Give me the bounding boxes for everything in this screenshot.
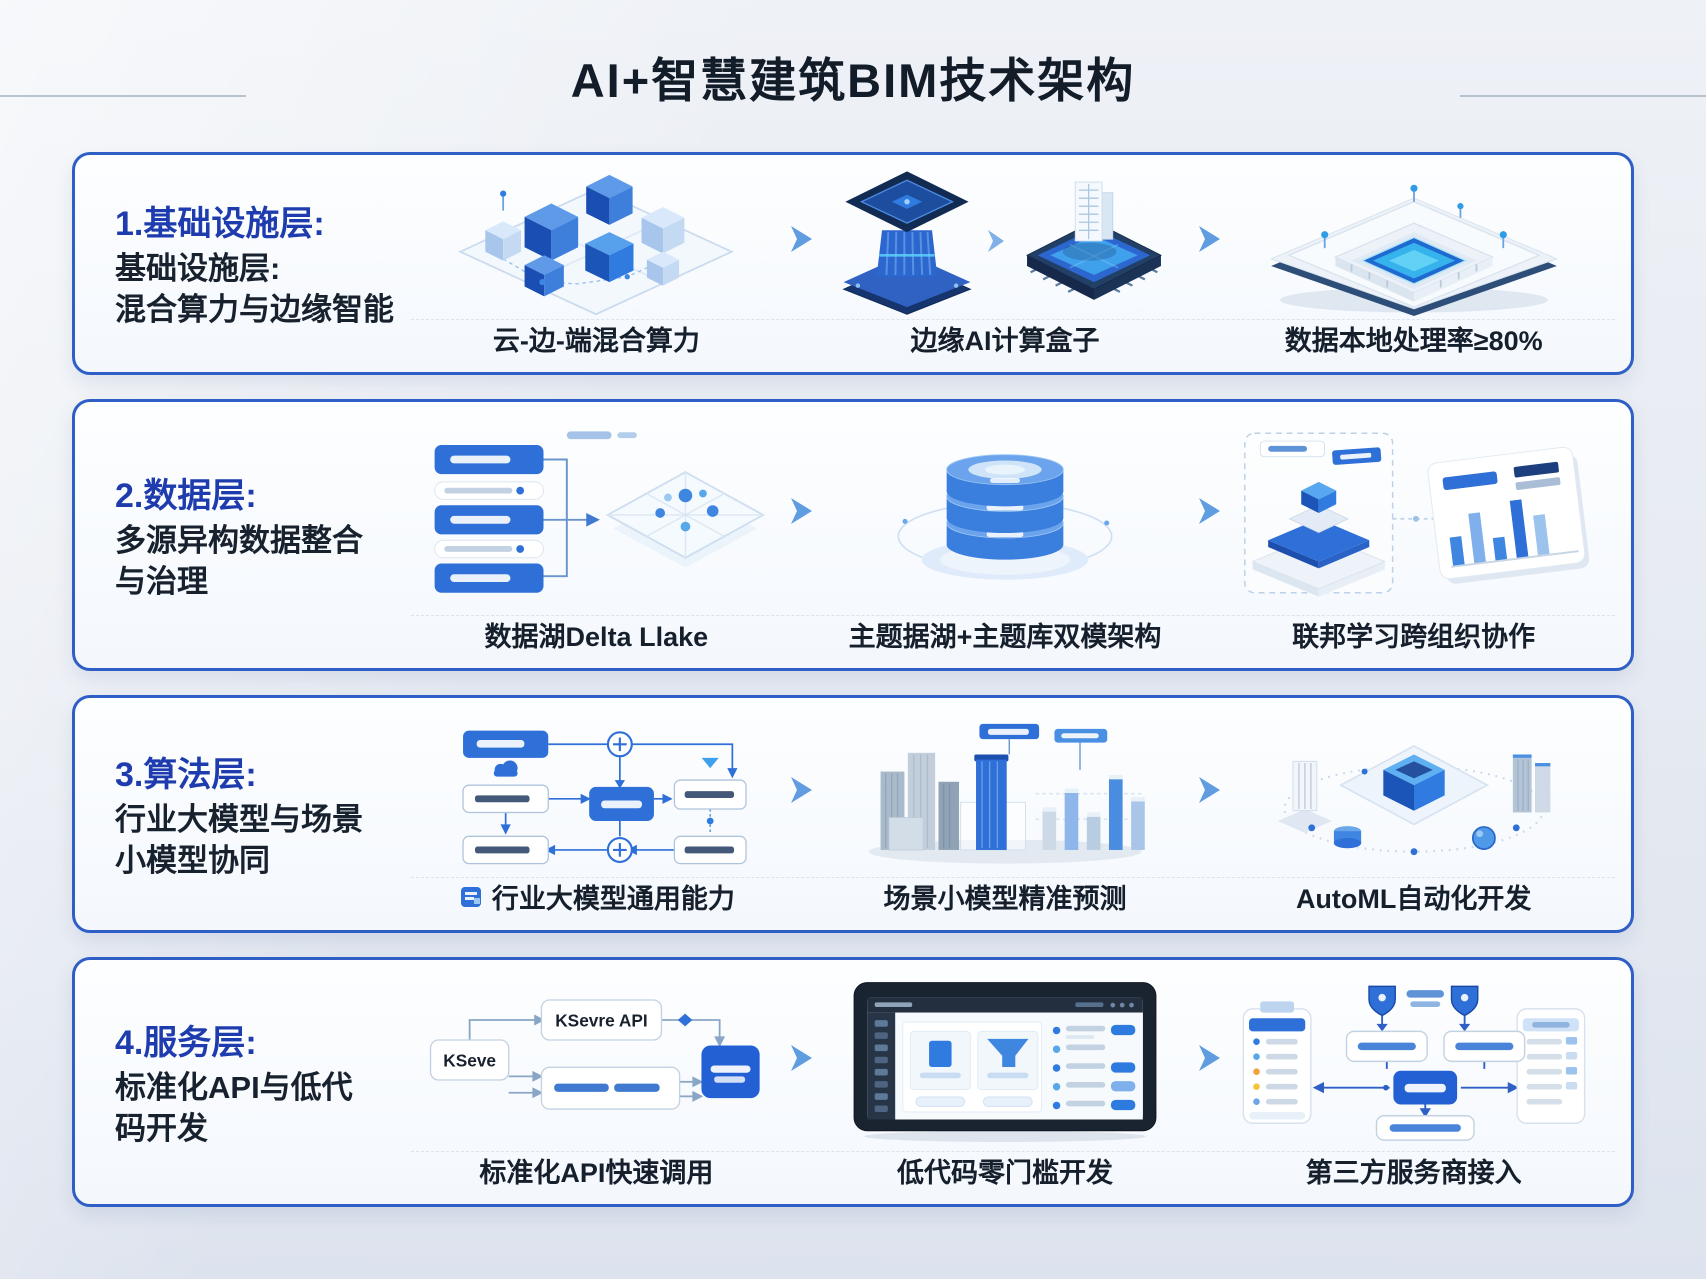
section-infrastructure: 1.基础设施层: 基础设施层: 混合算力与边缘智能 [72,152,1634,375]
section-label: 3.算法层: 行业大模型与场景 小模型协同 [75,698,407,930]
section-service: 4.服务层: 标准化API与低代 码开发 KSeve KSevre API [72,957,1634,1207]
item-automl: AutoML自动化开发 [1224,708,1603,924]
section-content: 数据湖Delta Llake [407,402,1631,668]
section-heading: 1.基础设施层: [115,205,325,244]
automl-network-illustration [1277,744,1551,855]
section-subtitle: 基础设施层: [115,251,281,287]
database-illustration [897,453,1113,580]
item-small-model: 场景小模型精准预测 [816,708,1195,924]
title-bar: AI+智慧建筑BIM技术架构 [0,0,1706,152]
item-standard-api: KSeve KSevre API 标准化API快速调用 [407,970,786,1198]
chip-building-illustration [1026,181,1162,300]
section-subtitle: 与治理 [115,563,208,599]
item-caption: 标准化API快速调用 [479,1158,714,1188]
item-caption: 边缘AI计算盒子 [910,326,1100,356]
item-cloud-edge: 云-边-端混合算力 [407,165,786,366]
section-subtitle: 行业大模型与场景 [115,801,363,837]
api-flowchart-illustration: KSeve KSevre API [430,998,760,1110]
capability-badge-icon [460,886,481,907]
item-caption: 数据湖Delta Llake [484,622,709,652]
section-content: KSeve KSevre API 标准化API快速调用 [407,960,1631,1204]
section-subtitle: 小模型协同 [115,842,270,878]
kserve-box-label: KSeve [444,1050,497,1070]
item-caption: 主题据湖+主题库双模架构 [848,622,1162,652]
section-label: 1.基础设施层: 基础设施层: 混合算力与边缘智能 [75,155,407,372]
city-model-illustration [868,723,1145,864]
page-title: AI+智慧建筑BIM技术架构 [570,53,1136,107]
flow-arrow-icon [788,495,814,532]
item-caption: 行业大模型通用能力 [458,875,735,924]
item-caption: 场景小模型精准预测 [883,884,1127,914]
item-local-processing: 数据本地处理率≥80% [1224,165,1603,366]
section-subtitle: 多源异构数据整合 [115,522,363,558]
third-party-flow-illustration [1242,985,1585,1141]
section-algorithm: 3.算法层: 行业大模型与场景 小模型协同 [72,695,1634,933]
item-edge-ai-box: 边缘AI计算盒子 [816,165,1195,366]
flow-arrow-icon [1196,223,1222,260]
caption-divider [411,615,1615,616]
item-caption: 数据本地处理率≥80% [1284,326,1543,356]
section-heading: 3.算法层: [115,755,257,794]
cloud-edge-grid-illustration [458,174,735,316]
data-pipeline-illustration [434,430,766,593]
flow-arrow-icon [1196,495,1222,532]
item-caption: AutoML自动化开发 [1295,884,1532,914]
kserve-api-box-label: KSevre API [556,1010,648,1030]
section-heading: 4.服务层: [115,1023,257,1062]
flow-arrow-icon [1196,1042,1222,1079]
section-subtitle: 混合算力与边缘智能 [115,292,394,327]
item-caption: 第三方服务商接入 [1305,1158,1522,1188]
section-label: 4.服务层: 标准化API与低代 码开发 [75,960,407,1204]
caption-divider [411,877,1615,878]
flow-arrow-icon [788,223,814,260]
federated-learning-illustration [1243,432,1589,597]
edge-ai-box-illustration [842,171,972,315]
caption-divider [411,1151,1615,1152]
title-divider-line [0,95,246,97]
item-caption: 云-边-端混合算力 [492,326,700,356]
item-caption: 低代码零门槛开发 [897,1158,1113,1188]
flow-arrow-icon [788,1042,814,1079]
flow-arrow-icon [1196,774,1222,811]
flow-arrow-icon [788,774,814,811]
section-label: 2.数据层: 多源异构数据整合 与治理 [75,402,407,668]
flow-arrow-icon [988,230,1004,252]
item-dual-mode-db: 主题据湖+主题库双模架构 [816,412,1195,662]
item-federated-learning: 联邦学习跨组织协作 [1224,412,1603,662]
title-divider-line [1460,95,1706,97]
caption-divider [411,319,1615,320]
section-subtitle: 码开发 [115,1110,208,1146]
item-data-lake: 数据湖Delta Llake [407,412,786,662]
item-big-model: 行业大模型通用能力 [407,708,786,924]
model-flowchart-illustration [462,730,747,864]
section-content: 云-边-端混合算力 [407,155,1631,372]
item-caption: 联邦学习跨组织协作 [1292,622,1536,652]
section-subtitle: 标准化API与低代 [115,1069,353,1105]
item-lowcode: 低代码零门槛开发 [816,970,1195,1198]
section-content: 行业大模型通用能力 [407,698,1631,930]
section-heading: 2.数据层: [115,476,257,515]
campus-building-illustration [1269,184,1558,316]
item-third-party: 第三方服务商接入 [1224,970,1603,1198]
lowcode-dashboard-illustration [853,982,1157,1142]
section-data: 2.数据层: 多源异构数据整合 与治理 [72,399,1634,671]
